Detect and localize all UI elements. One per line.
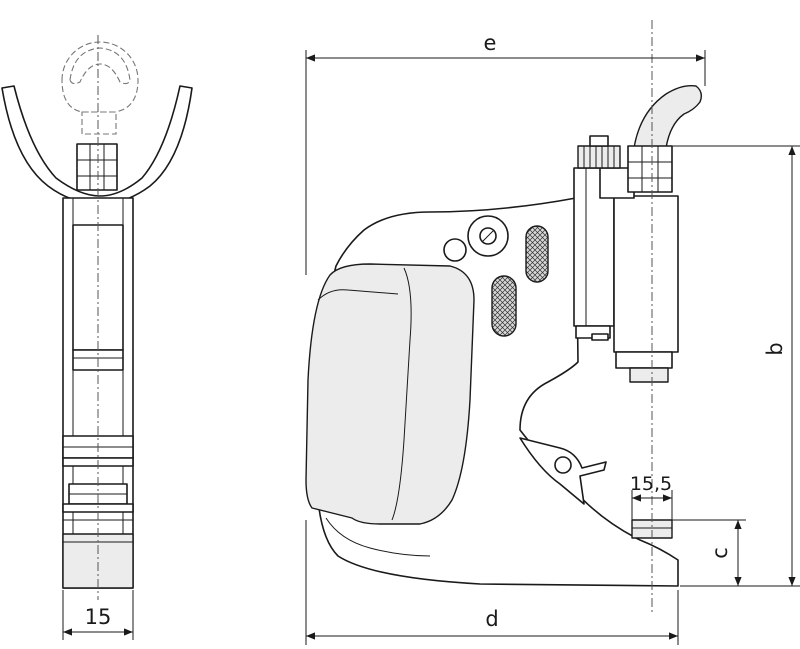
lever-arm bbox=[633, 84, 703, 149]
adjust-screw bbox=[577, 135, 621, 169]
grip-cover bbox=[305, 263, 475, 525]
lever-nut bbox=[627, 145, 673, 193]
latch bbox=[519, 437, 607, 505]
jaw-inner-line bbox=[325, 517, 431, 557]
side-view: e d b c 15,5 bbox=[305, 20, 800, 645]
dim-overall-width: e bbox=[305, 31, 706, 275]
dim-base-length: d bbox=[305, 520, 679, 645]
handle-ghost-outline bbox=[61, 41, 139, 135]
dim-label-b: b bbox=[763, 342, 787, 355]
dim-label-e: e bbox=[484, 31, 497, 55]
dim-label-15-5: 15,5 bbox=[630, 473, 672, 495]
dim-height: b bbox=[672, 145, 800, 587]
pin-holes bbox=[443, 215, 549, 337]
front-view: 15 bbox=[1, 35, 193, 640]
dim-label-d: d bbox=[485, 607, 498, 631]
dim-front-width: 15 bbox=[62, 590, 134, 640]
dim-label-c: c bbox=[708, 547, 732, 559]
dim-label-15: 15 bbox=[85, 605, 112, 629]
dim-jaw-width: 15,5 bbox=[630, 473, 673, 520]
dim-jaw-height: c bbox=[672, 519, 746, 586]
head-block bbox=[573, 167, 679, 383]
cradle-bowl bbox=[1, 85, 193, 205]
top-nut bbox=[76, 143, 118, 191]
